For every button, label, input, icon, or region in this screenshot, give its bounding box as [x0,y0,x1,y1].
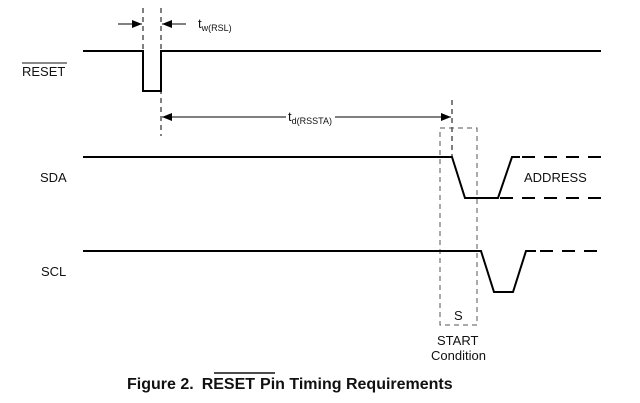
td-label: td(RSSTA) [288,109,332,126]
sda-address-label: ADDRESS [524,170,587,185]
start-condition-box [439,127,478,326]
start-box-label: S [454,308,463,323]
scl-waveform [83,250,536,293]
signal-label-scl: SCL [41,264,66,279]
reset-waveform [83,50,601,92]
signal-label-reset: RESET [22,64,65,79]
start-condition-label-1: START [437,333,478,348]
start-condition-label-2: Condition [431,348,486,363]
caption-suffix: Pin Timing Requirements [260,376,453,393]
sda-waveform [83,156,520,199]
signal-label-sda: SDA [40,170,67,185]
caption-overlined-word: RESET [202,376,256,393]
tw-label: tw(RSL) [198,16,232,33]
caption-prefix: Figure 2. [127,376,194,393]
